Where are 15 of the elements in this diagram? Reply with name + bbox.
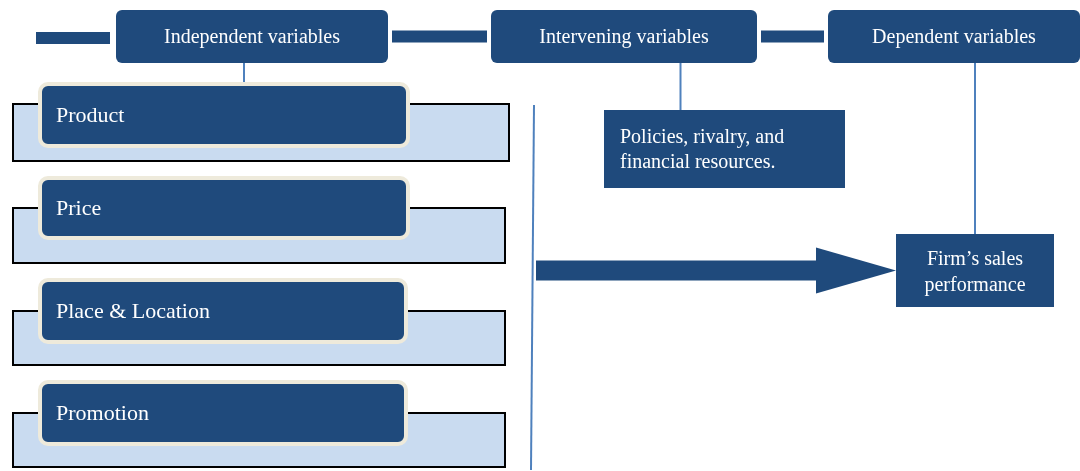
variable-box: Product	[38, 82, 410, 148]
block-arrow	[536, 247, 896, 294]
variable-box: Price	[38, 176, 410, 240]
outcome-box: Firm’s sales performance	[896, 234, 1054, 307]
connector-line	[974, 62, 976, 235]
header-box: Dependent variables	[828, 10, 1080, 63]
note-box: Policies, rivalry, and financial resources.	[604, 110, 845, 188]
connector-line	[679, 62, 682, 111]
variable-box: Promotion	[38, 380, 408, 446]
connector-bar	[761, 30, 824, 43]
variable-box: Place & Location	[38, 278, 408, 344]
header-box: Intervening variables	[491, 10, 757, 63]
connector-line	[243, 62, 245, 83]
header-box: Independent variables	[116, 10, 388, 63]
connector-bar	[392, 30, 487, 43]
